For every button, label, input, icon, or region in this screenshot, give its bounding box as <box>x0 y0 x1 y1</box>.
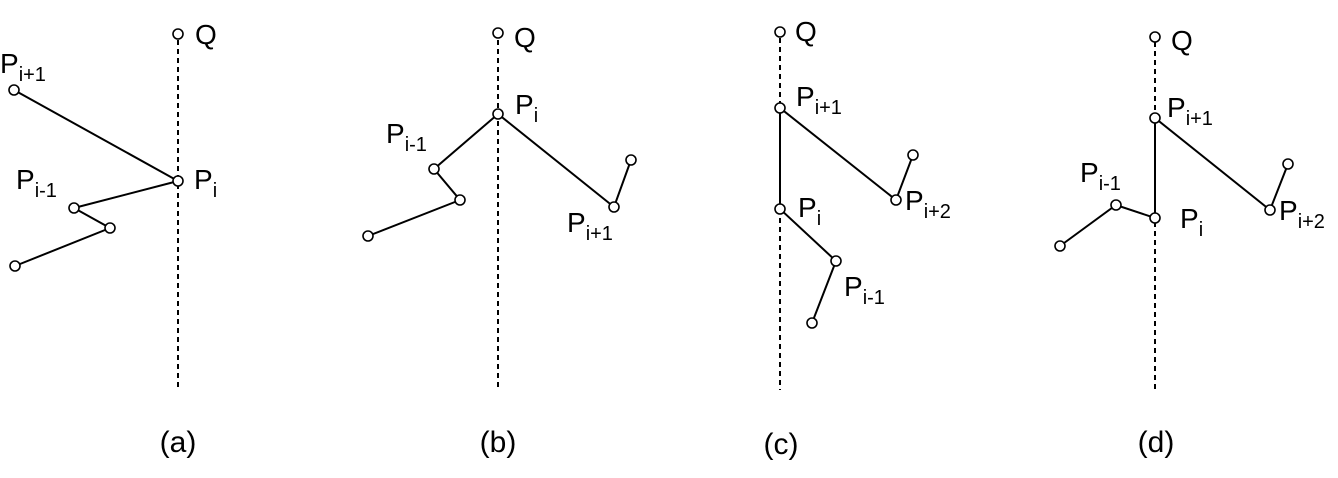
vertex-q <box>774 26 786 38</box>
vertex <box>1149 112 1161 124</box>
vertex <box>428 163 440 175</box>
caption-c: (c) <box>764 428 799 461</box>
vertex <box>1054 240 1066 252</box>
label-p-next: Pi+1 <box>796 81 842 119</box>
vertex <box>890 194 902 206</box>
label-p-next2: Pi+2 <box>1279 195 1325 233</box>
caption-a: (a) <box>160 426 197 459</box>
vertex <box>625 154 637 166</box>
vertex <box>907 149 919 161</box>
label-q: Q <box>514 22 536 53</box>
vertex <box>104 222 116 234</box>
label-q: Q <box>795 16 817 47</box>
label-p-i: Pi <box>515 89 538 127</box>
label-p-next: Pi+1 <box>1167 92 1213 130</box>
caption-b: (b) <box>480 426 517 459</box>
vertex-pi <box>492 108 504 120</box>
vertex <box>68 202 80 214</box>
label-p-next2: Pi+2 <box>905 185 951 223</box>
label-p-prev: Pi-1 <box>1080 157 1121 195</box>
polygon-chain <box>779 105 914 324</box>
label-p-prev: Pi-1 <box>386 118 427 156</box>
vertex <box>1110 199 1122 211</box>
label-q: Q <box>1171 25 1193 56</box>
vertex-pi <box>774 203 786 215</box>
vertex <box>1264 204 1276 216</box>
vertex-q <box>1149 31 1161 43</box>
polygon-chain <box>1059 115 1289 247</box>
panel-a: Q Pi+1 Pi-1 Pi (a) <box>0 19 217 459</box>
vertex-q <box>492 27 504 39</box>
vertex <box>362 230 374 242</box>
vertex <box>608 201 620 213</box>
label-p-prev: Pi-1 <box>844 271 885 309</box>
label-p-i: Pi <box>194 164 217 202</box>
panel-b: Q Pi Pi-1 Pi+1 (b) <box>362 22 637 459</box>
label-p-next: Pi+1 <box>567 207 613 245</box>
panel-d: Q Pi+1 Pi-1 Pi Pi+2 (d) <box>1054 25 1325 459</box>
vertex <box>830 255 842 267</box>
label-p-i: Pi <box>798 192 821 230</box>
caption-d: (d) <box>1138 426 1175 459</box>
vertex <box>1282 158 1294 170</box>
vertex-pi <box>172 175 184 187</box>
label-q: Q <box>195 19 217 50</box>
vertex-pi <box>1149 212 1161 224</box>
vertex-q <box>172 28 184 40</box>
label-p-prev: Pi-1 <box>16 164 57 202</box>
panel-c: Q Pi+1 Pi+2 Pi Pi-1 (c) <box>764 16 951 461</box>
vertex <box>8 84 20 96</box>
vertex <box>9 260 21 272</box>
label-p-i: Pi <box>1180 203 1203 241</box>
polygon-chain <box>13 89 181 267</box>
label-p-next: Pi+1 <box>0 48 46 86</box>
polygon-chain <box>367 112 632 237</box>
vertex <box>454 194 466 206</box>
vertex <box>806 317 818 329</box>
vertex <box>774 102 786 114</box>
